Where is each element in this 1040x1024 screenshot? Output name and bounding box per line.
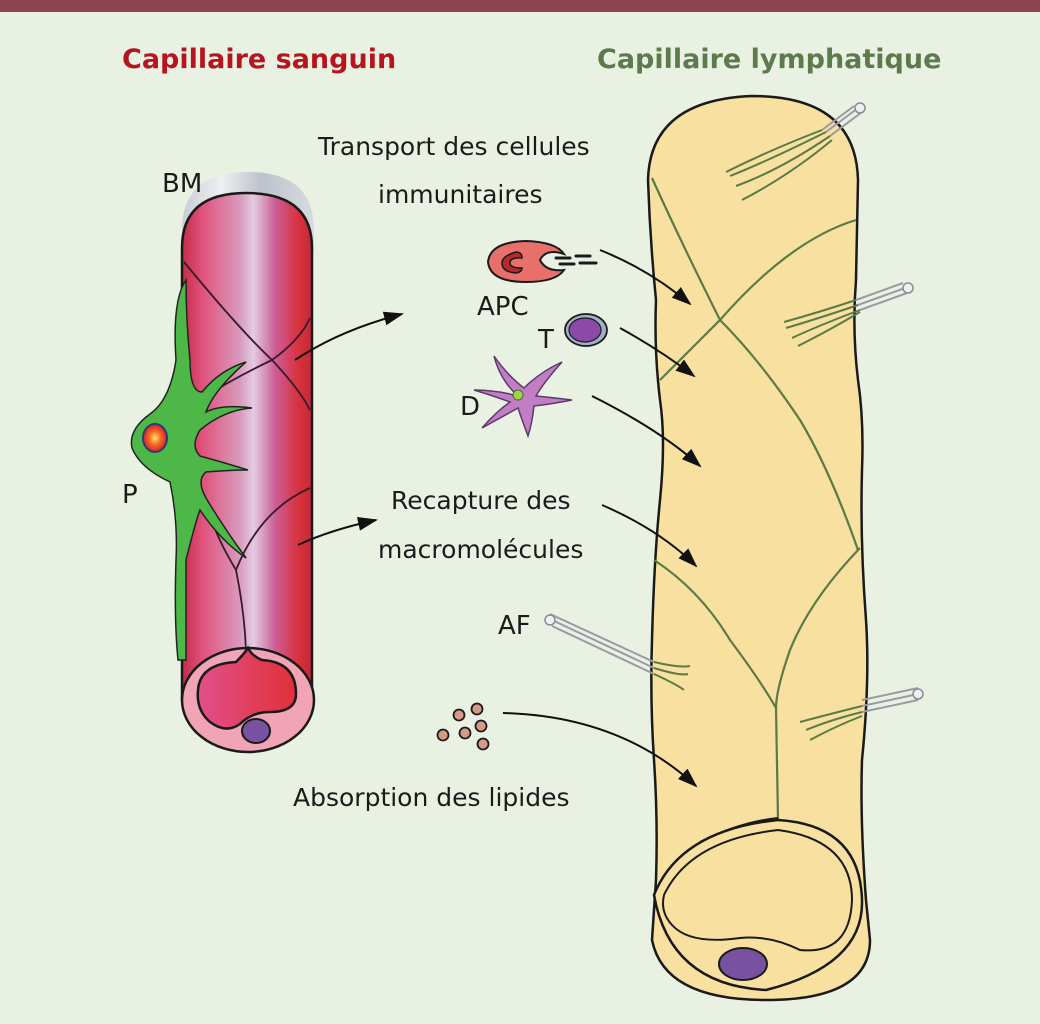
label-apc: APC bbox=[477, 292, 529, 322]
lipid-droplet bbox=[474, 719, 488, 733]
lymph-vessel-lumen bbox=[662, 828, 854, 952]
lymph-junction-line bbox=[653, 547, 861, 713]
pericyte bbox=[130, 277, 253, 661]
top-border-bar bbox=[0, 0, 1040, 12]
arrow-d-to-lymph bbox=[591, 395, 702, 468]
lipid-droplet bbox=[458, 726, 472, 740]
apc-nucleus bbox=[501, 251, 523, 274]
lipid-droplet bbox=[476, 737, 490, 751]
endothelial-junction-line bbox=[183, 261, 311, 362]
absorption-label: Absorption des lipides bbox=[293, 783, 569, 812]
pericyte-nucleus bbox=[142, 423, 168, 453]
dendritic-cell bbox=[473, 355, 573, 439]
transport-label-line2: immunitaires bbox=[378, 180, 543, 209]
lymph-capillary bbox=[646, 94, 872, 1002]
endothelial-junction-line bbox=[271, 359, 311, 411]
anchoring-filament bbox=[783, 282, 914, 347]
transport-label-line1: Transport des cellules bbox=[317, 132, 590, 161]
blood-vessel-wall bbox=[180, 191, 314, 702]
anchoring-filament bbox=[725, 102, 866, 201]
blood-capillary bbox=[180, 172, 316, 754]
arrow-recapture-to-lymph bbox=[601, 504, 698, 568]
arrow-blood-to-recapture bbox=[297, 516, 378, 546]
label-p: P bbox=[122, 480, 138, 510]
arrow-apc-to-lymph bbox=[599, 249, 692, 306]
anchoring-filament bbox=[799, 687, 924, 741]
lymph-endothelial-nucleus bbox=[718, 947, 768, 981]
recapture-label-line1: Recapture des bbox=[391, 486, 571, 515]
arrow-blood-to-transport bbox=[294, 311, 404, 361]
lymph-capillary-title: Capillaire lymphatique bbox=[597, 44, 941, 75]
label-t: T bbox=[537, 325, 554, 355]
t-cell bbox=[564, 313, 608, 347]
arrow-t-to-lymph bbox=[619, 327, 696, 378]
arrow-lipids-to-lymph bbox=[502, 712, 698, 788]
lipid-droplet bbox=[452, 708, 466, 722]
apc-cell bbox=[486, 239, 598, 284]
recapture-label-line2: macromolécules bbox=[378, 535, 583, 564]
lymph-overlap-flap bbox=[699, 817, 779, 843]
endothelial-nucleus bbox=[241, 718, 271, 744]
label-bm: BM bbox=[162, 169, 202, 199]
label-d: D bbox=[460, 392, 480, 422]
lipid-droplets bbox=[436, 702, 490, 751]
label-af: AF bbox=[498, 611, 531, 641]
lymph-junction-line bbox=[650, 177, 860, 551]
blood-capillary-title: Capillaire sanguin bbox=[122, 44, 396, 75]
blood-vessel-lumen bbox=[196, 645, 298, 730]
lipid-droplet bbox=[436, 728, 450, 742]
anchoring-filament bbox=[544, 613, 691, 691]
lymph-junction-line bbox=[659, 218, 857, 381]
lymph-junction-line bbox=[774, 707, 780, 821]
lipid-droplet bbox=[470, 702, 484, 716]
